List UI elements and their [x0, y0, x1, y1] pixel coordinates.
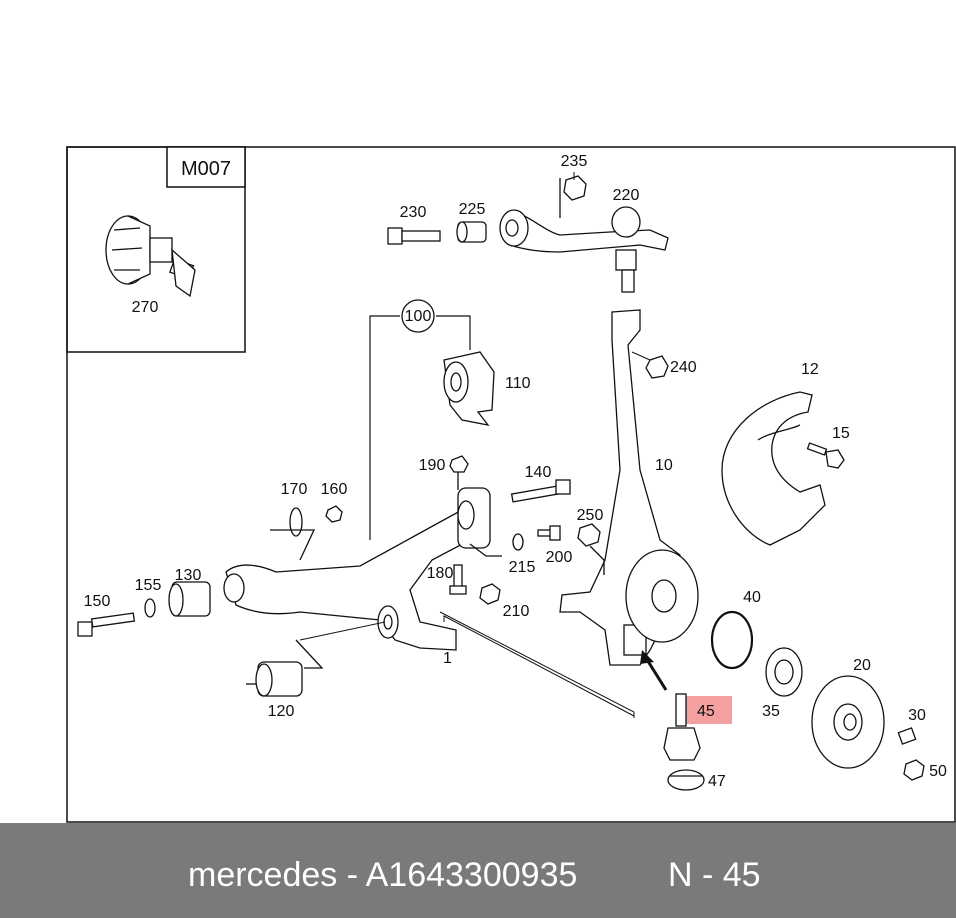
label-15: 15 [832, 425, 850, 442]
label-100: 100 [405, 308, 432, 325]
inset-box: M007 [66, 146, 246, 353]
part-150-155-130-drawing [77, 581, 211, 637]
part-30-50-drawing [897, 727, 925, 781]
label-160: 160 [321, 481, 348, 498]
arrow-to-ball-joint [640, 650, 668, 691]
label-140: 140 [525, 464, 552, 481]
footer-bar [0, 823, 956, 918]
label-250: 250 [577, 507, 604, 524]
footer-part-number: mercedes - A1643300935 [188, 856, 578, 894]
label-50: 50 [929, 763, 947, 780]
label-170: 170 [281, 481, 308, 498]
label-47: 47 [708, 773, 726, 790]
label-210: 210 [503, 603, 530, 620]
part-40-drawing [710, 610, 754, 670]
part-250-200-drawing [537, 523, 605, 575]
label-35: 35 [762, 703, 780, 720]
label-40: 40 [743, 589, 761, 606]
label-150: 150 [84, 593, 111, 610]
part-35-drawing [765, 647, 803, 697]
label-45: 45 [697, 703, 715, 720]
label-235: 235 [561, 153, 588, 170]
label-240: 240 [670, 359, 697, 376]
label-200: 200 [546, 549, 573, 566]
part-170-160-drawing [270, 505, 343, 561]
leader-240 [631, 351, 651, 361]
label-220: 220 [613, 187, 640, 204]
label-1: 1 [443, 650, 452, 667]
label-30: 30 [908, 707, 926, 724]
bracket-100 [369, 315, 471, 540]
highlight-box-45 [684, 696, 732, 724]
part-upper-arm-drawing [499, 206, 669, 293]
part-230-drawing [387, 227, 441, 245]
label-225: 225 [459, 201, 486, 218]
inset-code: M007 [181, 158, 231, 180]
label-10: 10 [655, 457, 673, 474]
inset-code-box [166, 146, 246, 188]
diagram-frame [66, 146, 956, 823]
leader-lines-ball-joint [299, 611, 635, 718]
part-225-drawing [456, 221, 487, 243]
part-235-drawing [559, 175, 587, 218]
part-110-drawing [443, 351, 495, 426]
label-110: 110 [505, 375, 531, 392]
part-15-drawing [806, 442, 845, 469]
part-215-180-210-drawing [449, 533, 524, 605]
label-120: 120 [268, 703, 295, 720]
part-hub-flange-drawing [625, 549, 699, 643]
footer-position: N - 45 [668, 856, 761, 894]
label-12: 12 [801, 361, 819, 378]
label-270: 270 [132, 299, 159, 316]
part-lower-arm-drawing [223, 487, 491, 651]
label-215: 215 [509, 559, 536, 576]
label-190: 190 [419, 457, 446, 474]
part-ball-joint-drawing [663, 693, 705, 791]
label-130: 130 [175, 567, 202, 584]
part-140-drawing [510, 479, 571, 503]
label-230: 230 [400, 204, 427, 221]
label-20: 20 [853, 657, 871, 674]
label-180: 180 [427, 565, 454, 582]
part-20-drawing [811, 675, 885, 769]
label-155: 155 [135, 577, 162, 594]
circle-100 [401, 299, 435, 333]
part-cv-joint-drawing [105, 215, 196, 298]
part-240-drawing [645, 355, 669, 379]
part-190-drawing [449, 455, 469, 490]
part-12-drawing [721, 391, 826, 546]
part-120-drawing [246, 639, 324, 697]
